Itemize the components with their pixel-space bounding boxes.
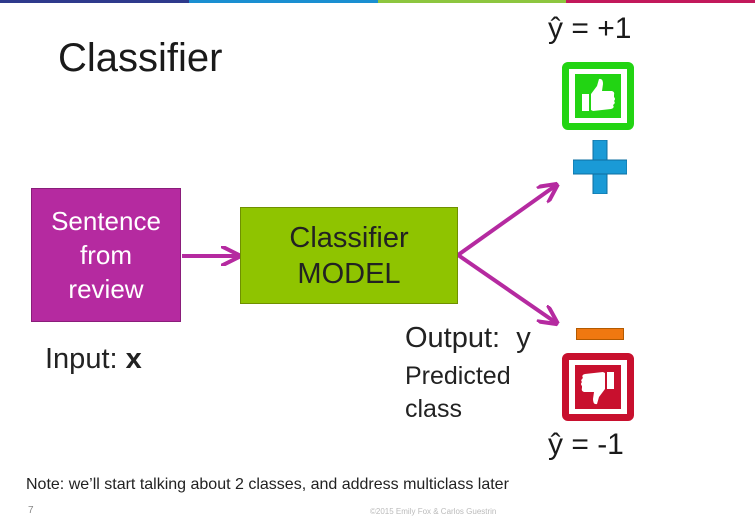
- accent-segment-2: [188, 0, 378, 3]
- input-label: Input: x: [45, 343, 142, 376]
- minus-icon: [576, 328, 624, 340]
- accent-segment-4: [566, 0, 755, 3]
- output-label: Output: y: [405, 322, 531, 354]
- classifier-model-box: Classifier MODEL: [240, 207, 458, 304]
- model-box-line2: MODEL: [297, 257, 401, 290]
- slide-title: Classifier: [58, 36, 223, 80]
- arrow-model-to-positive: [456, 186, 555, 257]
- predicted-line1: Predicted: [405, 362, 511, 390]
- input-box-line3: review: [68, 274, 144, 304]
- top-accent-bar: [0, 0, 755, 3]
- input-box-line2: from: [80, 240, 132, 270]
- thumbs-up-icon: [575, 74, 621, 118]
- input-sentence-box: Sentence from review: [31, 188, 181, 322]
- predicted-line2: class: [405, 395, 462, 423]
- accent-segment-1: [0, 0, 189, 3]
- footnote: Note: we’ll start talking about 2 classe…: [26, 476, 509, 493]
- accent-segment-3: [377, 0, 567, 3]
- input-label-prefix: Input:: [45, 343, 118, 375]
- input-variable: x: [125, 343, 142, 375]
- arrow-model-to-negative: [456, 253, 555, 322]
- plus-icon: [573, 140, 627, 194]
- model-box-line1: Classifier: [289, 221, 409, 254]
- footer-copyright: ©2015 Emily Fox & Carlos Guestrin: [370, 507, 497, 516]
- input-box-line1: Sentence: [51, 206, 161, 236]
- yhat-negative: ŷ = -1: [548, 428, 624, 461]
- thumbs-down-box: [562, 353, 634, 421]
- yhat-positive: ŷ = +1: [548, 12, 632, 45]
- thumbs-up-box: [562, 62, 634, 130]
- predicted-class-label: Predicted class: [405, 360, 545, 426]
- page-number: 7: [28, 505, 34, 516]
- thumbs-down-icon: [575, 365, 621, 409]
